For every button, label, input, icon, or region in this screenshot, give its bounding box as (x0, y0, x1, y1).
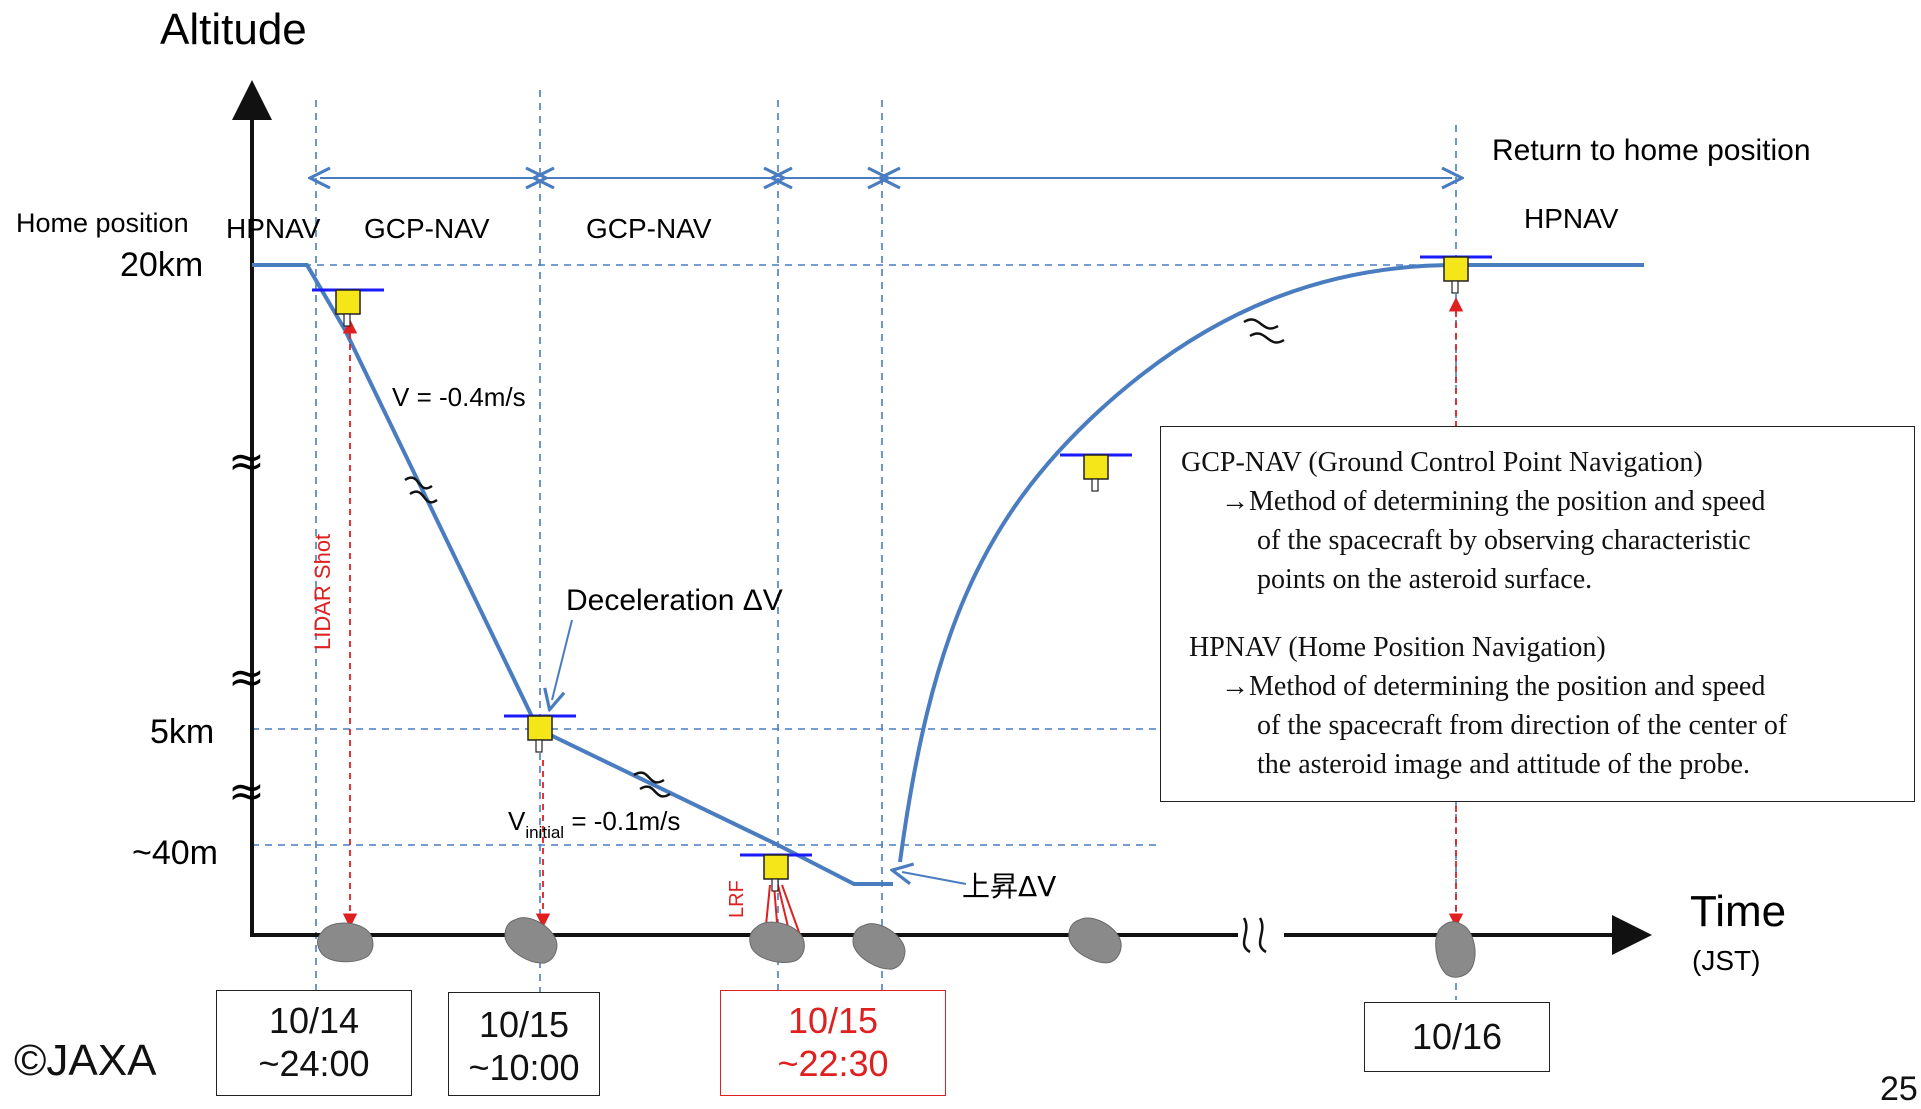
asteroids (317, 908, 1480, 981)
date-box-10-15-am: 10/15 ~10:00 (448, 992, 600, 1096)
ascent-pointer (902, 872, 967, 885)
y-break-icon-1: ≈ (228, 436, 265, 487)
trajectory-breaks (404, 318, 1285, 798)
legend-hp-line2: of the spacecraft from direction of the … (1257, 710, 1788, 741)
page-number: 25 (1880, 1070, 1918, 1108)
date-box-line1: 10/14 (268, 1000, 360, 1041)
date-box-line1: 10/15 (478, 1004, 570, 1045)
asteroid-icon-6 (1431, 918, 1480, 981)
lrf-beam-4 (781, 884, 801, 936)
date-box-line2: ~22:30 (777, 1043, 889, 1084)
legend-hp-line3: the asteroid image and attitude of the p… (1257, 749, 1750, 780)
asteroid-icon-2 (496, 908, 566, 972)
y-axis-label: Altitude (160, 5, 307, 54)
pointer-arrows (552, 619, 967, 885)
spacecraft-icon-2 (502, 714, 578, 754)
legend-gcp-line2: of the spacecraft by observing character… (1257, 525, 1751, 556)
spacecraft-icon-4 (1058, 453, 1134, 493)
phase-hpnav-right: HPNAV (1524, 203, 1619, 234)
date-box-line1: 10/16 (1411, 1016, 1503, 1057)
date-box-line2: ~24:00 (258, 1043, 370, 1084)
deceleration-label: Deceleration ΔV (566, 584, 783, 617)
altitude-20km-label: 20km (120, 246, 203, 284)
home-position-label: Home position (16, 208, 189, 238)
x-axis-unit: (JST) (1692, 945, 1760, 976)
lrf-label: LRF (726, 880, 748, 918)
ascent-label: 上昇ΔV (962, 870, 1056, 903)
lidar-shot-label: LIDAR Shot (310, 534, 335, 650)
date-box-line1: 10/15 (787, 1000, 879, 1041)
altitude-5km-label: 5km (150, 713, 214, 751)
spacecraft-icon-3 (738, 853, 814, 893)
legend-hp-line1: →Method of determining the position and … (1221, 671, 1766, 702)
legend-gcp-title: GCP-NAV (Ground Control Point Navigation… (1181, 447, 1703, 478)
y-break-icon-2: ≈ (228, 652, 265, 703)
legend-gcp-line1: →Method of determining the position and … (1221, 486, 1766, 517)
phase-hpnav-left: HPNAV (226, 213, 321, 244)
date-box-10-15-pm: 10/15 ~22:30 (720, 990, 946, 1096)
y-break-icon-3: ≈ (228, 766, 265, 817)
asteroid-icon-4 (844, 914, 914, 978)
asteroid-icon-5 (1061, 909, 1130, 971)
return-home-label: Return to home position (1492, 134, 1811, 167)
altitude-40m-label: ~40m (132, 834, 218, 872)
trajectory-descent (252, 263, 893, 886)
legend-gcp-line3: points on the asteroid surface. (1257, 564, 1593, 595)
v-initial-label: Vinitial = -0.1m/s (508, 806, 680, 842)
date-box-10-16: 10/16 (1364, 1002, 1550, 1072)
deceleration-pointer (552, 619, 573, 700)
phase-gcp-nav-1: GCP-NAV (364, 213, 490, 244)
x-axis-label: Time (1690, 887, 1786, 936)
date-box-line2: ~10:00 (468, 1047, 580, 1088)
asteroid-icon-3 (745, 917, 809, 968)
legend-box: GCP-NAV (Ground Control Point Navigation… (1160, 426, 1915, 802)
trajectory-ascent (898, 263, 1644, 863)
copyright: ©JAXA (14, 1036, 157, 1085)
phase-gcp-nav-2: GCP-NAV (586, 213, 712, 244)
asteroid-icon-1 (317, 922, 374, 963)
date-box-10-14: 10/14 ~24:00 (216, 990, 412, 1096)
spacecraft-icon-5 (1418, 255, 1494, 295)
break-icon-3 (1243, 318, 1285, 344)
velocity-descent-label: V = -0.4m/s (392, 382, 526, 412)
x-axis-break-icon (1242, 917, 1267, 954)
break-icon-2 (633, 771, 671, 798)
legend-hp-title: HPNAV (Home Position Navigation) (1189, 632, 1606, 663)
break-icon-1 (404, 476, 438, 504)
horizontal-guides (252, 264, 1460, 846)
